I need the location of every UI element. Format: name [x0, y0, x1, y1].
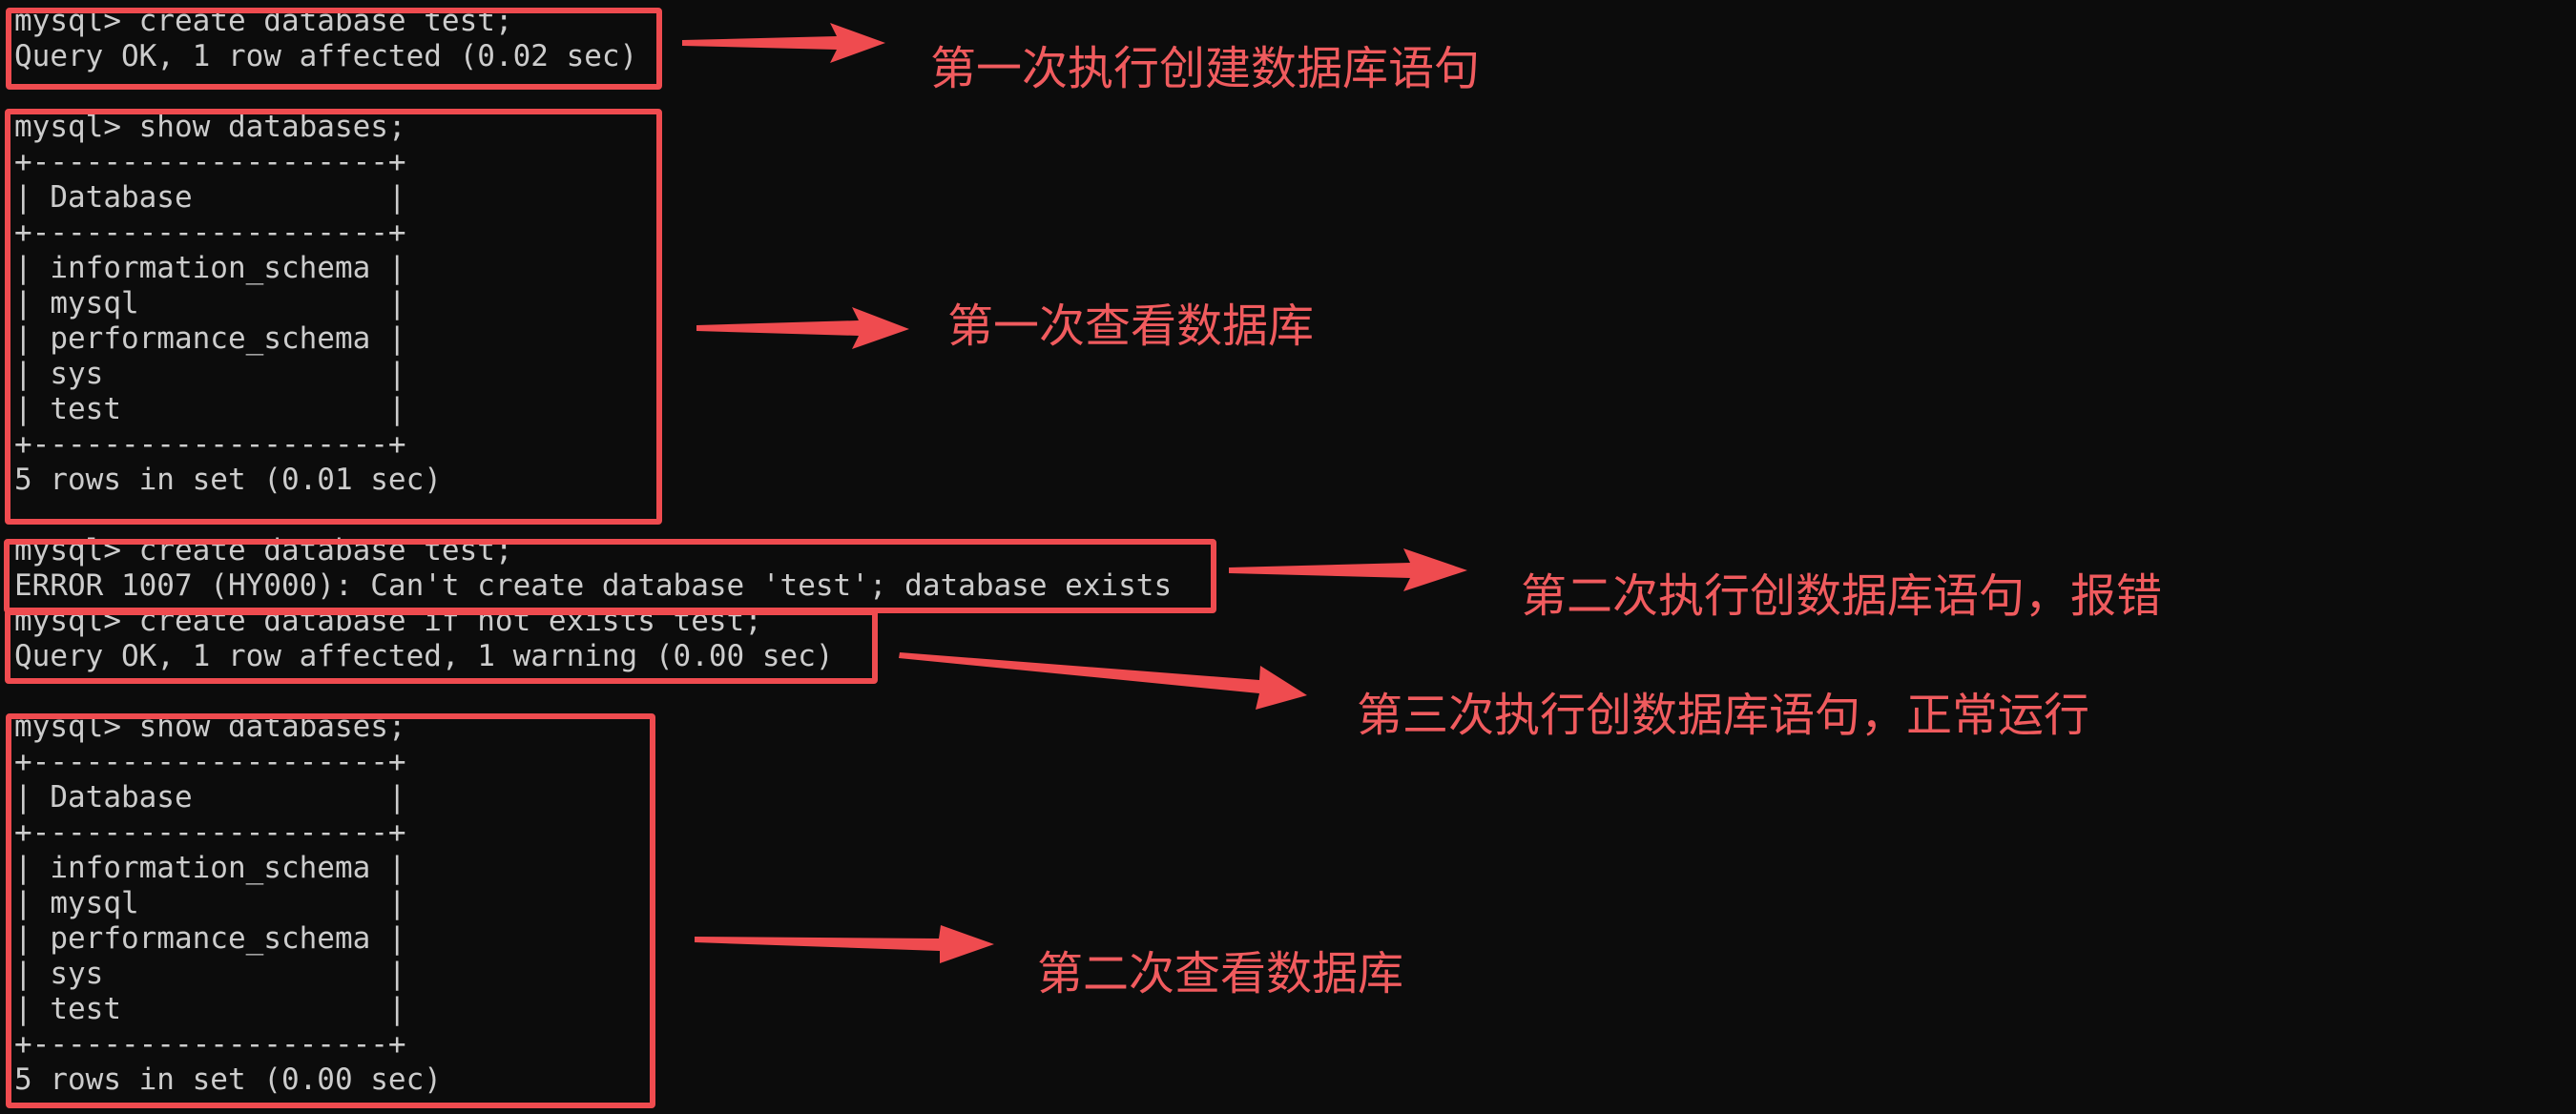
terminal-line: mysql> create database if not exists tes… [14, 604, 762, 638]
annotation-second-show: 第二次查看数据库 [1037, 947, 1404, 1001]
terminal-line [14, 498, 1172, 533]
annotation-second-create: 第二次执行创数据库语句，报错 [1521, 569, 2163, 623]
terminal-line: mysql> show databases; [14, 110, 406, 144]
terminal-line: Query OK, 1 row affected, 1 warning (0.0… [14, 639, 834, 673]
terminal-line: +--------------------+ [14, 815, 406, 850]
terminal-line: | sys | [14, 357, 406, 391]
terminal-line: | Database | [14, 780, 406, 815]
terminal-line: | information_schema | [14, 251, 406, 285]
terminal-line: | performance_schema | [14, 321, 406, 356]
terminal-line: | mysql | [14, 886, 406, 920]
terminal-line: ERROR 1007 (HY000): Can't create databas… [14, 568, 1173, 603]
terminal-line: +--------------------+ [14, 745, 406, 779]
terminal-line: +--------------------+ [14, 216, 406, 250]
terminal-line: mysql> show databases; [14, 710, 406, 744]
annotation-third-create: 第三次执行创数据库语句，正常运行 [1357, 689, 2090, 742]
annotation-first-create: 第一次执行创建数据库语句 [930, 42, 1481, 95]
terminal-line: +--------------------+ [14, 1027, 406, 1062]
terminal-line: Query OK, 1 row affected (0.02 sec) [14, 39, 638, 73]
terminal-output: mysql> create database test;Query OK, 1 … [14, 4, 1172, 1098]
terminal-line: | information_schema | [14, 851, 406, 885]
arrow-second-create [1229, 548, 1467, 591]
terminal-line: mysql> create database test; [14, 4, 513, 38]
terminal-line: | mysql | [14, 286, 406, 320]
terminal-line: | sys | [14, 957, 406, 991]
terminal-line: 5 rows in set (0.01 sec) [14, 463, 442, 497]
terminal-line [14, 674, 1172, 710]
terminal-line: | Database | [14, 180, 406, 215]
terminal-line: | test | [14, 992, 406, 1026]
annotation-first-show: 第一次查看数据库 [947, 299, 1315, 353]
terminal-line: | performance_schema | [14, 921, 406, 956]
terminal-line: +--------------------+ [14, 145, 406, 179]
terminal-line: +--------------------+ [14, 427, 406, 462]
terminal-line: 5 rows in set (0.00 sec) [14, 1062, 442, 1097]
terminal-line: | test | [14, 392, 406, 426]
terminal-line: mysql> create database test; [14, 533, 513, 567]
